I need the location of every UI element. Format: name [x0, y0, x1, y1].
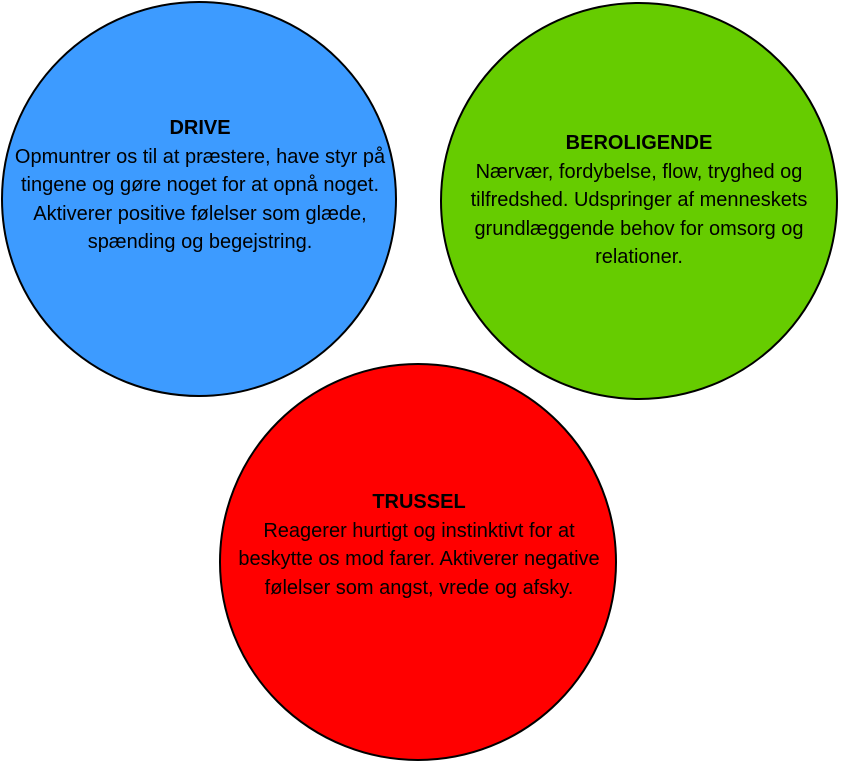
drive-label: DRIVE Opmuntrer os til at præstere, have…: [0, 114, 400, 257]
drive-circle: [1, 1, 397, 397]
beroligende-label: BEROLIGENDE Nærvær, fordybelse, flow, tr…: [436, 129, 842, 272]
trussel-label: TRUSSEL Reagerer hurtigt og instinktivt …: [224, 488, 614, 602]
trussel-circle: [219, 363, 617, 761]
beroligende-title: BEROLIGENDE: [565, 132, 713, 154]
trussel-title: TRUSSEL: [372, 491, 466, 513]
drive-description: Opmuntrer os til at præstere, have styr …: [14, 145, 386, 254]
beroligende-circle: [440, 2, 838, 400]
drive-title: DRIVE: [169, 117, 231, 139]
beroligende-description: Nærvær, fordybelse, flow, tryghed og til…: [470, 160, 808, 269]
trussel-description: Reagerer hurtigt og instinktivt for at b…: [238, 519, 600, 599]
